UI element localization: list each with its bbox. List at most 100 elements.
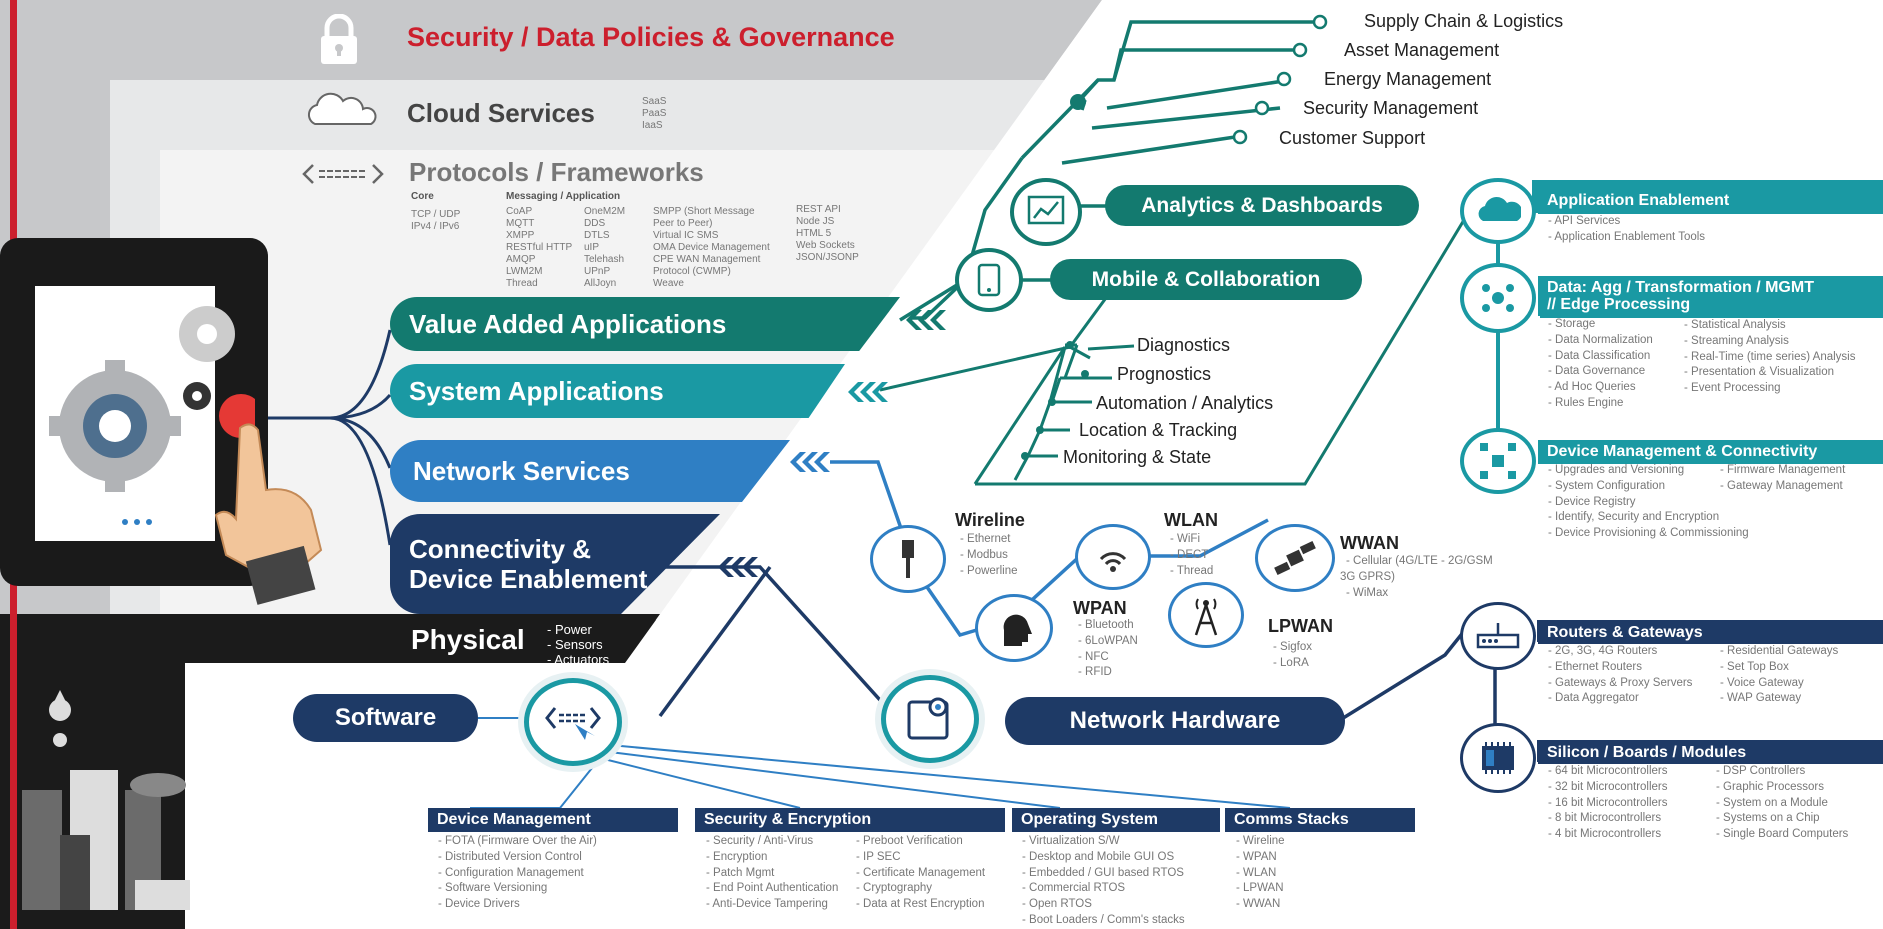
- routers-col-1: - 2G, 3G, 4G Routers- Ethernet Routers- …: [1548, 645, 1693, 705]
- sw-security-col-1: - Security / Anti-Virus- Encryption- Pat…: [706, 835, 839, 911]
- mobile-collaboration-pill[interactable]: Mobile & Collaboration: [1050, 259, 1362, 300]
- protocols-title: Protocols / Frameworks: [409, 157, 704, 187]
- device-mgmt-connectivity-node[interactable]: [1460, 428, 1536, 494]
- location-tracking-label: Location & Tracking: [1079, 420, 1238, 440]
- messaging-label: Messaging / Application: [506, 191, 621, 202]
- gear-icon: [49, 306, 255, 525]
- hand-pointer-icon: [214, 423, 323, 605]
- lpwan-title: LPWAN: [1268, 616, 1333, 636]
- branch-supply-chain: Supply Chain & Logistics: [1364, 11, 1564, 31]
- code-icon: [301, 161, 385, 187]
- wwan-title: WWAN: [1340, 533, 1399, 553]
- radio-tower-icon: [1194, 598, 1218, 636]
- value-added-applications-bar[interactable]: Value Added Applications: [390, 297, 900, 351]
- wireline-node[interactable]: [870, 525, 946, 593]
- silicon-header: Silicon / Boards / Modules: [1538, 742, 1883, 764]
- data-agg-col-1: - Storage- Data Normalization- Data Clas…: [1548, 318, 1653, 409]
- network-services-label: Network Services: [413, 455, 630, 486]
- lpwan-list: - Sigfox- LoRA: [1273, 641, 1312, 669]
- connectivity-label-1: Connectivity &: [409, 534, 592, 564]
- automation-analytics-label: Automation / Analytics: [1096, 393, 1274, 413]
- mobile-collaboration-label: Mobile & Collaboration: [1091, 267, 1321, 291]
- fingerprint-head-icon: [1003, 614, 1032, 646]
- physical-label: Physical: [411, 624, 525, 655]
- silicon-col-2: - DSP Controllers- Graphic Processors- S…: [1716, 765, 1849, 841]
- branch-asset-management: Asset Management: [1344, 40, 1500, 60]
- system-applications-label: System Applications: [409, 375, 664, 406]
- physical-items: - Power- Sensors- Actuators: [547, 622, 610, 667]
- device-mgmt-connectivity-col-2: - Firmware Management- Gateway Managemen…: [1720, 464, 1846, 492]
- branch-customer-support: Customer Support: [1279, 128, 1426, 148]
- router-icon: [1476, 623, 1520, 649]
- application-enablement-header: Application Enablement: [1538, 188, 1883, 214]
- network-hardware-label: Network Hardware: [1069, 707, 1281, 734]
- device-mgmt-connectivity-col-1: - Upgrades and Versioning- System Config…: [1548, 464, 1749, 540]
- tablet-illustration: [0, 238, 323, 605]
- prognostics-label: Prognostics: [1117, 364, 1212, 384]
- wpan-title: WPAN: [1073, 598, 1127, 618]
- routers-node[interactable]: [1460, 602, 1536, 670]
- network-hardware-node[interactable]: [881, 675, 979, 763]
- mobile-phone-icon: [977, 263, 1001, 297]
- analytics-node[interactable]: [1010, 178, 1082, 246]
- routers-gateways-header: Routers & Gateways: [1538, 622, 1883, 644]
- ethernet-cable-icon: [902, 540, 914, 578]
- device-hardware-icon: [907, 697, 949, 740]
- analytics-dashboards-label: Analytics & Dashboards: [1141, 193, 1383, 217]
- lpwan-node[interactable]: [1168, 582, 1244, 648]
- software-pill[interactable]: Software: [293, 694, 478, 742]
- lock-icon: [318, 13, 360, 66]
- sw-security-col-2: - Preboot Verification- IP SEC- Certific…: [856, 835, 986, 911]
- code-window-icon: [545, 707, 601, 740]
- branch-energy-management: Energy Management: [1324, 69, 1492, 89]
- network-hardware-pill[interactable]: Network Hardware: [1005, 697, 1345, 745]
- application-enablement-list: - API Services- Application Enablement T…: [1548, 215, 1706, 243]
- wireline-list: - Ethernet- Modbus- Powerline: [960, 533, 1018, 577]
- cloud-icon: [303, 92, 381, 128]
- wlan-list: - WiFi- DECT- Thread: [1170, 533, 1214, 577]
- network-services-bar[interactable]: Network Services: [390, 440, 790, 502]
- connectivity-label-2: Device Enablement: [409, 564, 648, 594]
- silicon-node[interactable]: [1460, 723, 1536, 793]
- sw-security-header: Security & Encryption: [695, 808, 1005, 832]
- diagnostics-label: Diagnostics: [1137, 335, 1231, 355]
- wpan-node[interactable]: [975, 594, 1053, 662]
- data-agg-node[interactable]: [1460, 263, 1536, 333]
- wireline-title: Wireline: [955, 510, 1025, 530]
- wlan-title: WLAN: [1164, 510, 1218, 530]
- core-protocols: Core TCP / UDP IPv4 / IPv6: [411, 191, 461, 232]
- security-layer-title: Security / Data Policies & Governance: [407, 22, 895, 52]
- branch-security-management: Security Management: [1303, 98, 1479, 118]
- value-added-applications-label: Value Added Applications: [409, 308, 727, 339]
- sw-device-management-header: Device Management: [428, 808, 678, 832]
- wwan-node[interactable]: [1255, 524, 1335, 592]
- mobile-node[interactable]: [955, 248, 1023, 312]
- system-applications-bar[interactable]: System Applications: [390, 364, 845, 418]
- sw-comms-list: - Wireline- WPAN- WLAN- LPWAN- WWAN: [1236, 835, 1285, 911]
- silicon-col-1: - 64 bit Microcontrollers- 32 bit Microc…: [1548, 765, 1668, 841]
- device-network-icon: [1480, 443, 1516, 479]
- sw-os-header: Operating System: [1012, 808, 1220, 832]
- cloud-services-title: Cloud Services: [407, 98, 595, 128]
- monitoring-state-label: Monitoring & State: [1063, 447, 1212, 467]
- chip-icon: [1482, 742, 1514, 774]
- dashboard-icon: [1027, 195, 1065, 225]
- wpan-list: - Bluetooth- 6LoWPAN- NFC- RFID: [1078, 619, 1138, 679]
- wlan-node[interactable]: [1075, 524, 1151, 590]
- data-agg-col-2: - Statistical Analysis- Streaming Analys…: [1684, 319, 1856, 395]
- analytics-dashboards-pill[interactable]: Analytics & Dashboards: [1105, 185, 1419, 226]
- routers-col-2: - Residential Gateways- Set Top Box- Voi…: [1720, 645, 1839, 705]
- application-enablement-node[interactable]: [1460, 178, 1536, 244]
- software-label: Software: [334, 704, 437, 731]
- cloud-app-icon: [1478, 197, 1521, 221]
- software-node[interactable]: [524, 678, 622, 766]
- device-mgmt-connectivity-header: Device Management & Connectivity: [1538, 440, 1883, 464]
- satellite-icon: [1274, 541, 1316, 575]
- sw-device-management-list: - FOTA (Firmware Over the Air)- Distribu…: [438, 835, 597, 911]
- data-agg-header: Data: Agg / Transformation / MGMT// Edge…: [1538, 276, 1883, 316]
